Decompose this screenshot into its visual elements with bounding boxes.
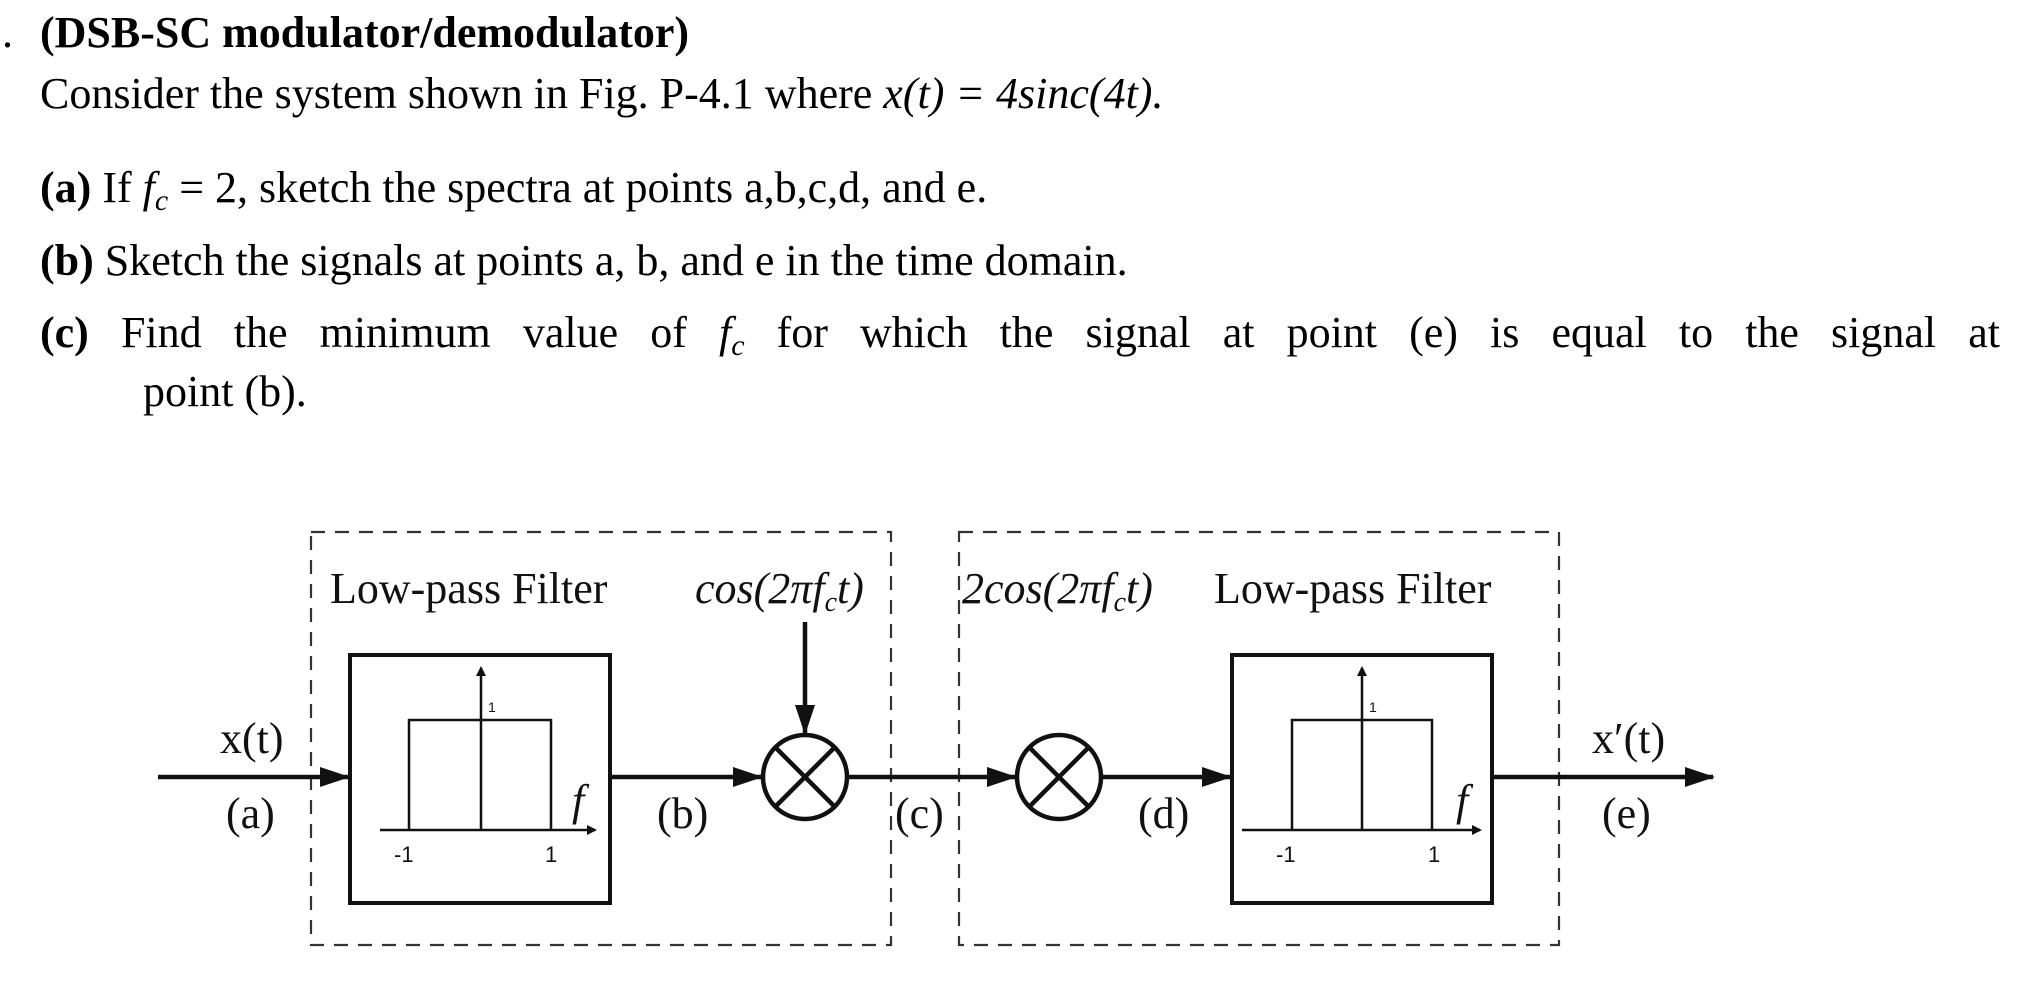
modulator-carrier-main: cos(2πf bbox=[695, 564, 830, 613]
point-label-d: (d) bbox=[1138, 789, 1189, 838]
lpf-right-passband-rect bbox=[1290, 718, 1434, 830]
demodulator-dashed-box bbox=[957, 530, 1561, 947]
lpf-right-tick-neg: -1 bbox=[1276, 842, 1296, 867]
demodulator-carrier-sub: c bbox=[1114, 587, 1127, 618]
part-b-text: Sketch the signals at points a, b, and e… bbox=[104, 236, 1128, 285]
part-c-text-prefix: Find the minimum value of bbox=[120, 308, 719, 357]
lpf-left-passband-rect bbox=[407, 718, 553, 830]
modulator-dashed-box bbox=[309, 530, 893, 947]
lpf-right-axis-label: f bbox=[1456, 776, 1474, 825]
demodulator-filter-title: Low-pass Filter bbox=[1214, 564, 1492, 613]
lpf-left-axis-label: f bbox=[572, 776, 590, 825]
modulator-carrier-tail: t) bbox=[837, 564, 864, 613]
part-c-math-var: f bbox=[718, 308, 732, 357]
problem-intro: Consider the system shown in Fig. P-4.1 … bbox=[40, 68, 1163, 120]
problem-title: (DSB-SC modulator/demodulator) bbox=[40, 8, 690, 57]
problem-bullet: . bbox=[2, 8, 13, 57]
part-b-label: (b) bbox=[40, 236, 94, 285]
point-label-c: (c) bbox=[895, 789, 944, 838]
input-signal-label: x(t) bbox=[220, 714, 284, 763]
part-a-math-var: f bbox=[142, 163, 155, 212]
demodulator-carrier-tail: t) bbox=[1126, 564, 1153, 613]
modulator-carrier-label: cos(2πfct) bbox=[695, 564, 864, 618]
point-label-a: (a) bbox=[226, 789, 275, 838]
lpf-block-left bbox=[348, 653, 612, 905]
part-a-math-sub: c bbox=[154, 184, 169, 217]
point-label-b: (b) bbox=[657, 789, 708, 838]
intro-equation: x(t) = 4sinc(4t). bbox=[883, 69, 1164, 118]
lpf-right-height-label: 1 bbox=[1369, 699, 1377, 715]
part-b: (b) Sketch the signals at points a, b, a… bbox=[40, 235, 1128, 287]
part-a-label: (a) bbox=[40, 163, 92, 212]
lpf-left-tick-neg: -1 bbox=[394, 842, 414, 867]
output-signal-label: x′(t) bbox=[1592, 714, 1665, 763]
modulator-filter-title: Low-pass Filter bbox=[330, 564, 608, 613]
lpf-block-right bbox=[1230, 653, 1494, 905]
lpf-left-height-label: 1 bbox=[488, 699, 496, 715]
demodulator-carrier-label: 2cos(2πfct) bbox=[962, 564, 1153, 618]
part-c-text-suffix: for which the signal at point (e) is equ… bbox=[744, 308, 2001, 357]
lpf-right-tick-pos: 1 bbox=[1428, 842, 1440, 867]
lpf-left-tick-pos: 1 bbox=[545, 842, 557, 867]
part-a-text-suffix: = 2, sketch the spectra at points a,b,c,… bbox=[168, 163, 988, 212]
part-a: (a) If fc = 2, sketch the spectra at poi… bbox=[40, 162, 987, 227]
part-c-label: (c) bbox=[40, 308, 89, 357]
multiplier-right bbox=[1014, 732, 1104, 822]
demodulator-carrier-main: 2cos(2πf bbox=[962, 564, 1119, 613]
multiplier-left bbox=[760, 732, 850, 822]
part-c-math-sub: c bbox=[731, 329, 745, 362]
intro-text: Consider the system shown in Fig. P-4.1 … bbox=[40, 69, 884, 118]
modulator-carrier-sub: c bbox=[825, 587, 838, 618]
part-c-continuation: point (b). bbox=[143, 367, 307, 416]
point-label-e: (e) bbox=[1602, 789, 1651, 838]
part-a-text-prefix: If bbox=[102, 163, 143, 212]
part-c: (c) Find the minimum value of fc for whi… bbox=[40, 307, 2000, 372]
